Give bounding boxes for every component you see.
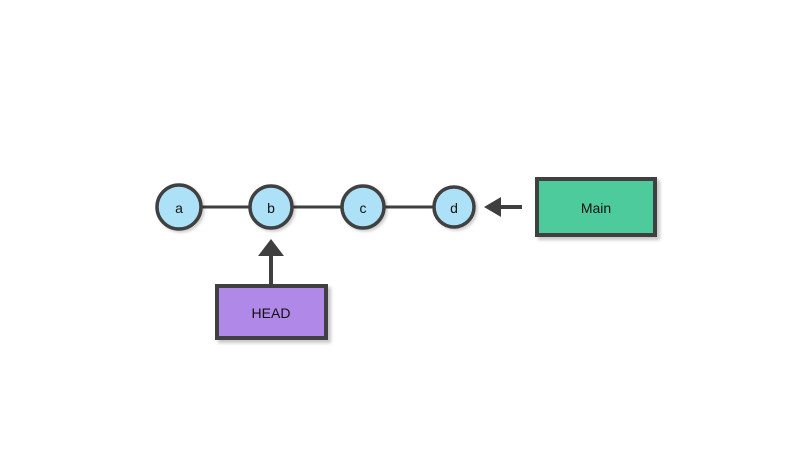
head-to-commit-b-arrow — [258, 239, 284, 286]
main-branch-rect[interactable] — [535, 177, 657, 237]
commit-label-c: c — [360, 200, 367, 216]
commit-label-b: b — [267, 200, 275, 216]
commit-node-c[interactable]: c — [340, 184, 386, 230]
commit-node-a[interactable]: a — [155, 183, 203, 231]
commit-circle-b[interactable] — [248, 184, 294, 230]
main-to-commit-d-arrow — [484, 197, 522, 217]
main-branch-box[interactable]: Main — [535, 177, 657, 237]
head-pointer-label: HEAD — [252, 305, 291, 321]
commit-circle-c[interactable] — [340, 184, 386, 230]
commit-circle-d[interactable] — [432, 185, 476, 229]
commit-node-d[interactable]: d — [432, 185, 476, 229]
commit-label-a: a — [175, 200, 183, 216]
head-pointer-rect[interactable] — [215, 284, 328, 340]
head-pointer-box[interactable]: HEAD — [215, 284, 328, 340]
commit-node-b[interactable]: b — [248, 184, 294, 230]
main-branch-label: Main — [581, 200, 611, 216]
head-arrow-head — [258, 239, 284, 256]
commit-circle-a[interactable] — [155, 183, 203, 231]
main-arrow-head — [484, 197, 501, 217]
commit-label-d: d — [450, 200, 458, 216]
